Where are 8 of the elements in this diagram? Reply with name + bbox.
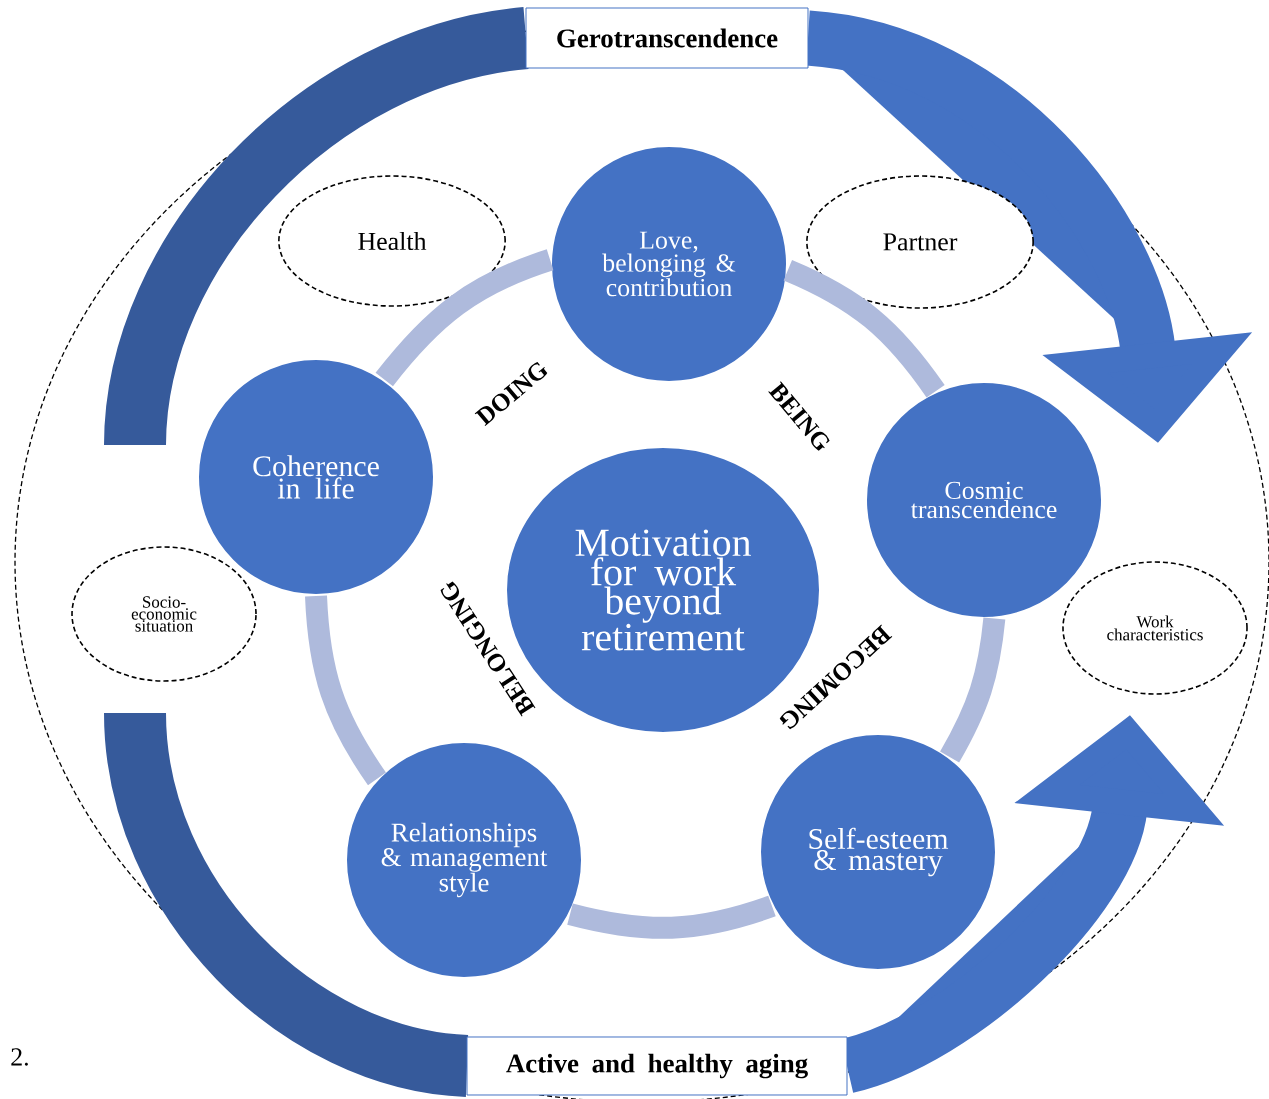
figure-number: 2.	[11, 1048, 28, 1066]
ring-segment	[305, 595, 387, 785]
title-box: Active and healthy aging	[466, 1036, 848, 1096]
title-box: Gerotranscendence	[525, 7, 809, 69]
ring-segment	[940, 617, 1006, 763]
ring-segment	[375, 249, 554, 387]
ring-segment	[783, 260, 945, 398]
ring-segment	[567, 895, 776, 939]
